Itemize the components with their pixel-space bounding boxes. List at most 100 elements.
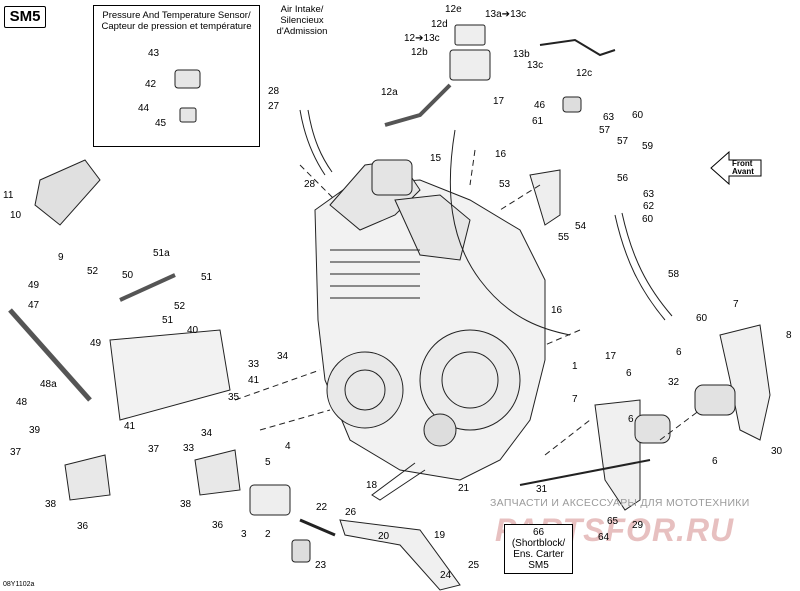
hose-58 — [614, 214, 666, 321]
sensor-title-fr: Capteur de pression et température — [101, 21, 252, 32]
callout-label: 48 — [16, 397, 28, 408]
callout-label: 1 — [572, 361, 578, 372]
coil-10 — [34, 159, 101, 226]
callout-label: 12d — [431, 19, 448, 30]
callout-label: 53 — [499, 179, 511, 190]
arm-50 — [119, 273, 176, 302]
callout-label: 34 — [277, 351, 289, 362]
callout-label: 43 — [148, 48, 160, 59]
engine-cover-right-inner — [441, 351, 499, 409]
callout-label: 22 — [316, 502, 328, 513]
callout-label: 25 — [468, 560, 480, 571]
callout-label: 57 — [617, 136, 629, 147]
lever-22 — [299, 518, 336, 537]
bracket-40 — [109, 329, 231, 421]
callout-label: 28 — [304, 179, 316, 190]
callout-label: 6 — [626, 368, 632, 379]
callout-label: 17 — [493, 96, 505, 107]
engine-cover-left — [326, 351, 404, 429]
callout-label: 33 — [248, 359, 260, 370]
callout-label: 12a — [381, 87, 398, 98]
callout-label: 30 — [771, 446, 783, 457]
callout-label: 13c — [527, 60, 544, 71]
callout-label: 57 — [599, 125, 611, 136]
callout-label: 50 — [122, 270, 134, 281]
bracket-53 — [529, 169, 561, 226]
damper-65 — [634, 414, 671, 444]
diagram-code: 08Y1102a — [3, 581, 35, 588]
engine-shaft — [371, 462, 426, 501]
model-badge: SM5 — [4, 6, 46, 28]
callout-label: 37 — [148, 444, 160, 455]
callout-label: 45 — [155, 118, 167, 129]
arm-48a — [8, 308, 92, 402]
mount-plate-29 — [594, 399, 641, 511]
engine-cylinder-head-2 — [394, 194, 471, 261]
callout-label: 60 — [642, 214, 654, 225]
throttle-body — [371, 159, 413, 196]
callout-label: 3 — [241, 529, 247, 540]
callout-label: 23 — [315, 560, 327, 571]
sensor-inset-title: Pressure And Temperature Sensor/ Capteur… — [94, 10, 259, 32]
callout-label: 36 — [77, 521, 89, 532]
reservoir-12d — [454, 24, 486, 46]
callout-label: 37 — [10, 447, 22, 458]
callout-label: 6 — [712, 456, 718, 467]
callout-label: 19 — [434, 530, 446, 541]
bolt-31 — [519, 459, 651, 486]
engine-fins — [330, 249, 420, 299]
air-intake-label: Air Intake/ Silencieux d'Admission — [271, 4, 333, 37]
callout-label: 31 — [536, 484, 548, 495]
callout-label: 59 — [642, 141, 654, 152]
callout-label: 26 — [345, 507, 357, 518]
callout-label: 28 — [268, 86, 280, 97]
callout-label: 64 — [598, 532, 610, 543]
callout-label: 63 — [603, 112, 615, 123]
bracket-12c — [539, 38, 616, 57]
engine-cover-left-inner — [344, 369, 386, 411]
callout-label: 51a — [153, 248, 170, 259]
callout-label: 41 — [248, 375, 260, 386]
callout-label: 65 — [607, 516, 619, 527]
mount-36-left — [64, 454, 111, 501]
shortblock-box: 66 (Shortblock/ Ens. Carter SM5 — [504, 524, 573, 574]
callout-label: 38 — [45, 499, 57, 510]
hose-58b — [621, 212, 673, 317]
callout-label: 36 — [212, 520, 224, 531]
callout-label: 12➔13c — [404, 33, 440, 44]
callout-label: 51 — [162, 315, 174, 326]
shortblock-line1: (Shortblock/ — [511, 538, 566, 549]
callout-label: 49 — [28, 280, 40, 291]
callout-label: 12e — [445, 4, 462, 15]
front-arrow: Front Avant — [707, 148, 767, 188]
guard-2 — [249, 484, 291, 516]
pedal-23 — [291, 539, 311, 563]
callout-label: 17 — [605, 351, 617, 362]
air-hose-27 — [299, 109, 326, 176]
callout-label: 4 — [285, 441, 291, 452]
callout-label: 48a — [40, 379, 57, 390]
callout-label: 46 — [534, 100, 546, 111]
part-46 — [562, 96, 582, 113]
sensor-title-en: Pressure And Temperature Sensor/ — [102, 10, 251, 21]
shortblock-line3: SM5 — [528, 560, 549, 571]
callout-label: 56 — [617, 173, 629, 184]
sensor-45 — [179, 107, 197, 123]
callout-label: 32 — [668, 377, 680, 388]
callout-label: 24 — [440, 570, 452, 581]
callout-label: 20 — [378, 531, 390, 542]
callout-label: 35 — [228, 392, 240, 403]
sensor-42 — [174, 69, 201, 89]
shortblock-line2: Ens. Carter — [513, 549, 564, 560]
lever-12a — [384, 83, 452, 127]
callout-label: 13a➔13c — [485, 9, 527, 20]
callout-label: 33 — [183, 443, 195, 454]
engine-cover-right — [419, 329, 521, 431]
callout-label: 2 — [265, 529, 271, 540]
air-intake-line2: Silencieux — [280, 15, 324, 26]
guide-lines — [234, 149, 701, 456]
callout-label: 16 — [551, 305, 563, 316]
callout-label: 55 — [558, 232, 570, 243]
callout-label: 60 — [696, 313, 708, 324]
callout-label: 54 — [575, 221, 587, 232]
